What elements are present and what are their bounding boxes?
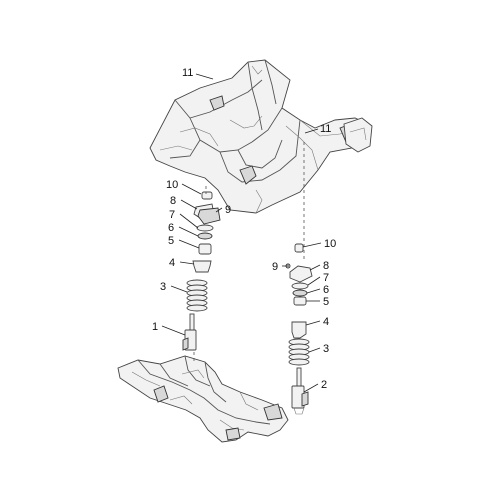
callout-3-right: 3 (323, 343, 329, 355)
body-floor-pan (149, 59, 373, 214)
leader-lines (161, 73, 322, 393)
callout-4-right: 4 (323, 316, 329, 328)
part-10-left (201, 191, 213, 200)
callout-11-right: 11 (320, 123, 331, 135)
part-5-left (198, 243, 212, 255)
part-4-right (291, 321, 307, 339)
part-9-left (197, 207, 221, 225)
callout-10-right: 10 (324, 238, 336, 250)
callout-3-left: 3 (160, 281, 166, 293)
callout-7-left: 7 (169, 209, 175, 221)
callout-9-right: 9 (272, 261, 278, 273)
part-4-left (192, 260, 212, 273)
part-3-left-spring (186, 279, 208, 312)
part-1-left-shock (182, 313, 197, 351)
callout-labels: 11 11 10 9 8 7 6 5 4 3 1 10 9 8 7 6 5 4 … (152, 67, 336, 391)
callout-2: 2 (321, 379, 327, 391)
callout-10-left: 10 (166, 179, 178, 191)
part-7-right (291, 282, 309, 290)
callout-1: 1 (152, 321, 158, 333)
part-2-right-shock (291, 367, 309, 415)
right-strut-assembly (285, 243, 313, 415)
callout-8-right: 8 (323, 260, 329, 272)
callout-11-left: 11 (182, 67, 193, 79)
front-subframe (117, 355, 289, 443)
callout-7-right: 7 (323, 272, 329, 284)
callout-5-left: 5 (168, 235, 174, 247)
part-5-right (293, 296, 307, 306)
left-strut-assembly (182, 191, 221, 351)
part-7-left (196, 224, 214, 232)
part-10-right (294, 243, 304, 253)
part-6-right (292, 289, 308, 297)
callout-6-left: 6 (168, 222, 174, 234)
callout-8-left: 8 (170, 195, 176, 207)
part-3-right-spring (288, 338, 310, 366)
callout-6-right: 6 (323, 284, 329, 296)
callout-4-left: 4 (169, 257, 175, 269)
part-6-left (197, 232, 213, 240)
callout-5-right: 5 (323, 296, 329, 308)
part-8-right (289, 265, 313, 283)
callout-9-left: 9 (225, 204, 231, 216)
